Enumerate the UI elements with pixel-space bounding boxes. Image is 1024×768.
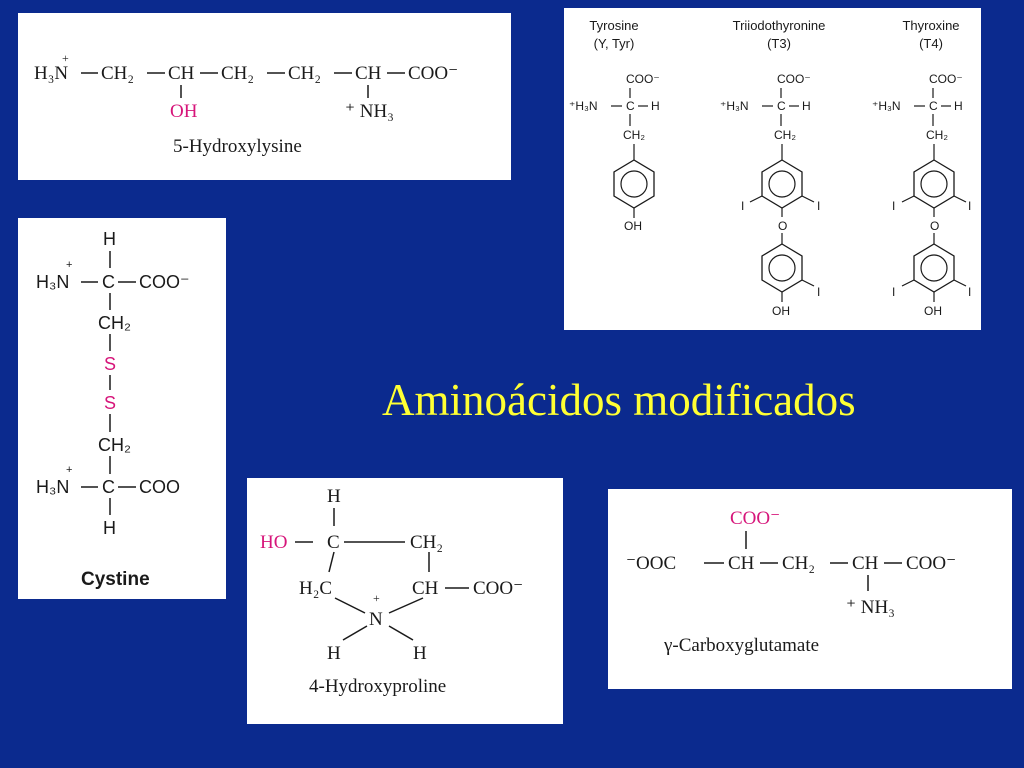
cystine-panel: H H₃N + C COO⁻ CH₂ S S CH₂ H₃N + C COO H… bbox=[18, 218, 226, 599]
t3-h3n: ⁺H₃N bbox=[720, 99, 749, 113]
slide-title: Aminoácidos modificados bbox=[382, 375, 856, 425]
gla-ch-1: CH bbox=[728, 553, 755, 574]
t4-iodine: I bbox=[968, 199, 971, 213]
gla-coo-top: COO⁻ bbox=[730, 508, 780, 529]
t3-molecule: COO⁻ ⁺H₃N C H CH₂ I I O I OH bbox=[720, 72, 820, 318]
cystine-name: Cystine bbox=[81, 569, 150, 590]
cys-plus: + bbox=[66, 464, 72, 476]
cys-h3n-bottom: H₃N bbox=[36, 477, 69, 497]
gla-ooc: ⁻OOC bbox=[626, 553, 676, 574]
t4-ch2: CH₂ bbox=[926, 128, 948, 142]
hlys-ch2-1: CH₂ bbox=[101, 63, 134, 84]
hpro-ch2: CH₂ bbox=[410, 532, 443, 553]
hydroxyproline-structure: H HO C CH₂ H₂C CH COO⁻ N + H H 4-Hydroxy… bbox=[260, 486, 523, 697]
t3-iodine: I bbox=[817, 285, 820, 299]
t4-h: H bbox=[954, 99, 963, 113]
tyrosine-title: Tyrosine bbox=[589, 18, 638, 33]
hlys-nh3: ⁺ NH₃ bbox=[345, 101, 394, 122]
thyroid-structures: Tyrosine (Y, Tyr) Triiodothyronine (T3) … bbox=[569, 18, 971, 318]
cys-coo-bottom: COO bbox=[139, 477, 180, 497]
hlys-ch2-2: CH₂ bbox=[221, 63, 254, 84]
t3-c: C bbox=[777, 99, 786, 113]
t4-iodine: I bbox=[892, 199, 895, 213]
hlys-ch2-3: CH₂ bbox=[288, 63, 321, 84]
t4-oh: OH bbox=[924, 304, 942, 318]
gla-ch-2: CH bbox=[852, 553, 879, 574]
carboxyglutamate-panel: COO⁻ ⁻OOC CH CH₂ CH ⁺ NH₃ COO⁻ γ-Carboxy… bbox=[608, 489, 1012, 689]
t4-o: O bbox=[930, 219, 939, 233]
hydroxylysine-structure: H₃N + CH₂ CH OH CH₂ CH₂ CH ⁺ NH₃ COO⁻ 5-… bbox=[34, 51, 458, 157]
t4-title: Thyroxine bbox=[902, 18, 959, 33]
t3-title: Triiodothyronine bbox=[733, 18, 826, 33]
t4-coo: COO⁻ bbox=[929, 72, 963, 86]
t4-molecule: COO⁻ ⁺H₃N C H CH₂ I I O I I bbox=[872, 72, 971, 318]
tyr-ch2: CH₂ bbox=[623, 128, 645, 142]
hydroxyproline-name: 4-Hydroxyproline bbox=[309, 676, 446, 697]
tyrosine-subtitle: (Y, Tyr) bbox=[594, 36, 635, 51]
cys-ch2-top: CH₂ bbox=[98, 313, 131, 333]
t4-h3n: ⁺H₃N bbox=[872, 99, 901, 113]
hydroxyproline-panel: H HO C CH₂ H₂C CH COO⁻ N + H H 4-Hydroxy… bbox=[247, 478, 563, 724]
hydroxylysine-name: 5-Hydroxylysine bbox=[173, 136, 302, 157]
tyr-h: H bbox=[651, 99, 660, 113]
hpro-h-top: H bbox=[327, 486, 341, 507]
cys-h-top: H bbox=[103, 229, 116, 249]
hpro-c: C bbox=[327, 532, 340, 553]
t3-o: O bbox=[778, 219, 787, 233]
tyrosine-molecule: COO⁻ ⁺H₃N C H CH₂ OH bbox=[569, 72, 660, 233]
t3-iodine: I bbox=[817, 199, 820, 213]
cys-h-bottom: H bbox=[103, 518, 116, 538]
cystine-structure: H H₃N + C COO⁻ CH₂ S S CH₂ H₃N + C COO H… bbox=[36, 229, 190, 590]
carboxyglutamate-name: γ-Carboxyglutamate bbox=[663, 635, 819, 656]
t4-iodine: I bbox=[968, 285, 971, 299]
hlys-plus: + bbox=[62, 51, 69, 65]
cys-s1: S bbox=[104, 354, 116, 374]
t3-subtitle: (T3) bbox=[767, 36, 791, 51]
hpro-ho: HO bbox=[260, 532, 287, 553]
cys-ch2-bottom: CH₂ bbox=[98, 435, 131, 455]
cys-c-top: C bbox=[102, 272, 115, 292]
cys-h3n-top: H₃N bbox=[36, 272, 69, 292]
hlys-ch-1: CH bbox=[168, 63, 195, 84]
hpro-h2c: H₂C bbox=[299, 578, 332, 599]
hpro-h-left: H bbox=[327, 643, 341, 664]
tyr-coo: COO⁻ bbox=[626, 72, 660, 86]
cys-coo-top: COO⁻ bbox=[139, 272, 190, 292]
t3-iodine: I bbox=[741, 199, 744, 213]
tyr-oh: OH bbox=[624, 219, 642, 233]
tyr-h3n: ⁺H₃N bbox=[569, 99, 598, 113]
t4-subtitle: (T4) bbox=[919, 36, 943, 51]
hydroxylysine-panel: H₃N + CH₂ CH OH CH₂ CH₂ CH ⁺ NH₃ COO⁻ 5-… bbox=[18, 13, 511, 180]
gla-nh3: ⁺ NH₃ bbox=[846, 597, 895, 618]
tyr-c: C bbox=[626, 99, 635, 113]
t3-coo: COO⁻ bbox=[777, 72, 811, 86]
thyroid-hormones-panel: Tyrosine (Y, Tyr) Triiodothyronine (T3) … bbox=[564, 8, 981, 330]
gla-coo: COO⁻ bbox=[906, 553, 956, 574]
hlys-coo: COO⁻ bbox=[408, 63, 458, 84]
hpro-h-right: H bbox=[413, 643, 427, 664]
cys-plus: + bbox=[66, 259, 72, 271]
hlys-oh: OH bbox=[170, 101, 198, 122]
carboxyglutamate-structure: COO⁻ ⁻OOC CH CH₂ CH ⁺ NH₃ COO⁻ γ-Carboxy… bbox=[626, 508, 956, 656]
t4-iodine: I bbox=[892, 285, 895, 299]
cys-c-bottom: C bbox=[102, 477, 115, 497]
hpro-n: N bbox=[369, 609, 383, 630]
t4-c: C bbox=[929, 99, 938, 113]
hlys-ch-2: CH bbox=[355, 63, 382, 84]
gla-ch2: CH₂ bbox=[782, 553, 815, 574]
hlys-h3n: H₃N bbox=[34, 63, 68, 84]
t3-oh: OH bbox=[772, 304, 790, 318]
t3-ch2: CH₂ bbox=[774, 128, 796, 142]
t3-h: H bbox=[802, 99, 811, 113]
hpro-coo: COO⁻ bbox=[473, 578, 523, 599]
cys-s2: S bbox=[104, 393, 116, 413]
hpro-ch: CH bbox=[412, 578, 439, 599]
hpro-plus: + bbox=[373, 591, 380, 605]
